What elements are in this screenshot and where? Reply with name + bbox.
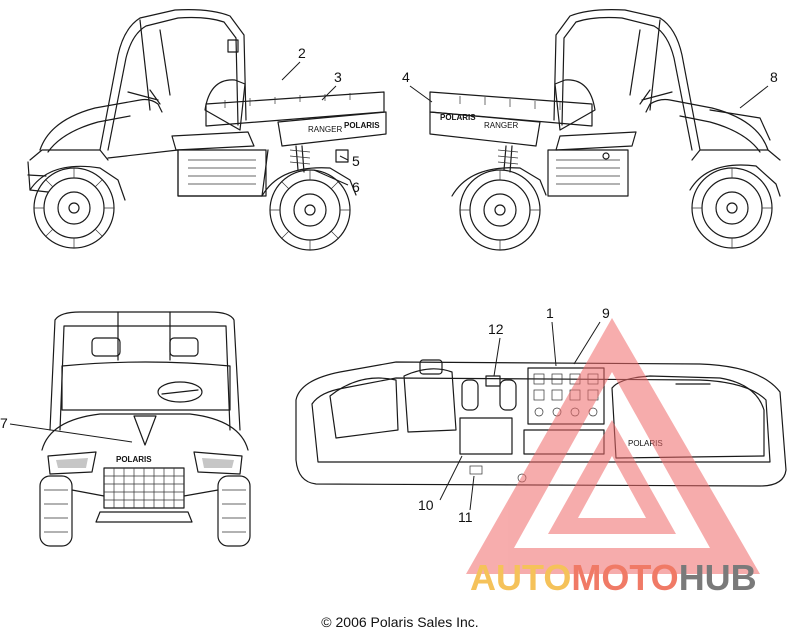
callout-9: 9: [602, 305, 610, 321]
callout-10: 10: [418, 497, 434, 513]
callouts-front-view: 7: [0, 415, 133, 443]
ranger-decal-left: RANGER: [308, 125, 342, 134]
watermark-logo: [466, 318, 760, 574]
callout-2: 2: [298, 45, 306, 61]
polaris-dash-decal: POLARIS: [628, 439, 663, 448]
polaris-hood-decal: POLARIS: [116, 455, 152, 464]
callouts-left-view: 2 3 5 6: [281, 45, 360, 195]
vehicle-front-view: POLARIS: [39, 311, 251, 547]
callouts-right-view: 4 8: [402, 69, 778, 109]
polaris-bed-decal-left: POLARIS: [344, 121, 380, 130]
copyright-notice: © 2006 Polaris Sales Inc.: [321, 614, 479, 630]
callout-8: 8: [770, 69, 778, 85]
vehicle-right-side-view: RANGER POLARIS: [429, 9, 781, 251]
callout-4: 4: [402, 69, 410, 85]
ranger-decal-right: RANGER: [484, 121, 518, 130]
callout-5: 5: [352, 153, 360, 169]
callout-6: 6: [352, 179, 360, 195]
callout-3: 3: [334, 69, 342, 85]
polaris-bed-decal-right: POLARIS: [440, 113, 476, 122]
watermark-triangle-icon: [466, 318, 760, 574]
dashboard-view: POLARIS: [295, 359, 787, 487]
vehicle-left-side-view: RANGER POLARIS: [27, 9, 387, 251]
callout-12: 12: [488, 321, 504, 337]
callouts-dashboard-view: 1 9 12 10 11: [418, 305, 610, 525]
callout-1: 1: [546, 305, 554, 321]
watermark-text: AUTOMOTOHUB: [470, 557, 757, 598]
callout-7: 7: [0, 415, 8, 431]
callout-11: 11: [458, 509, 473, 525]
